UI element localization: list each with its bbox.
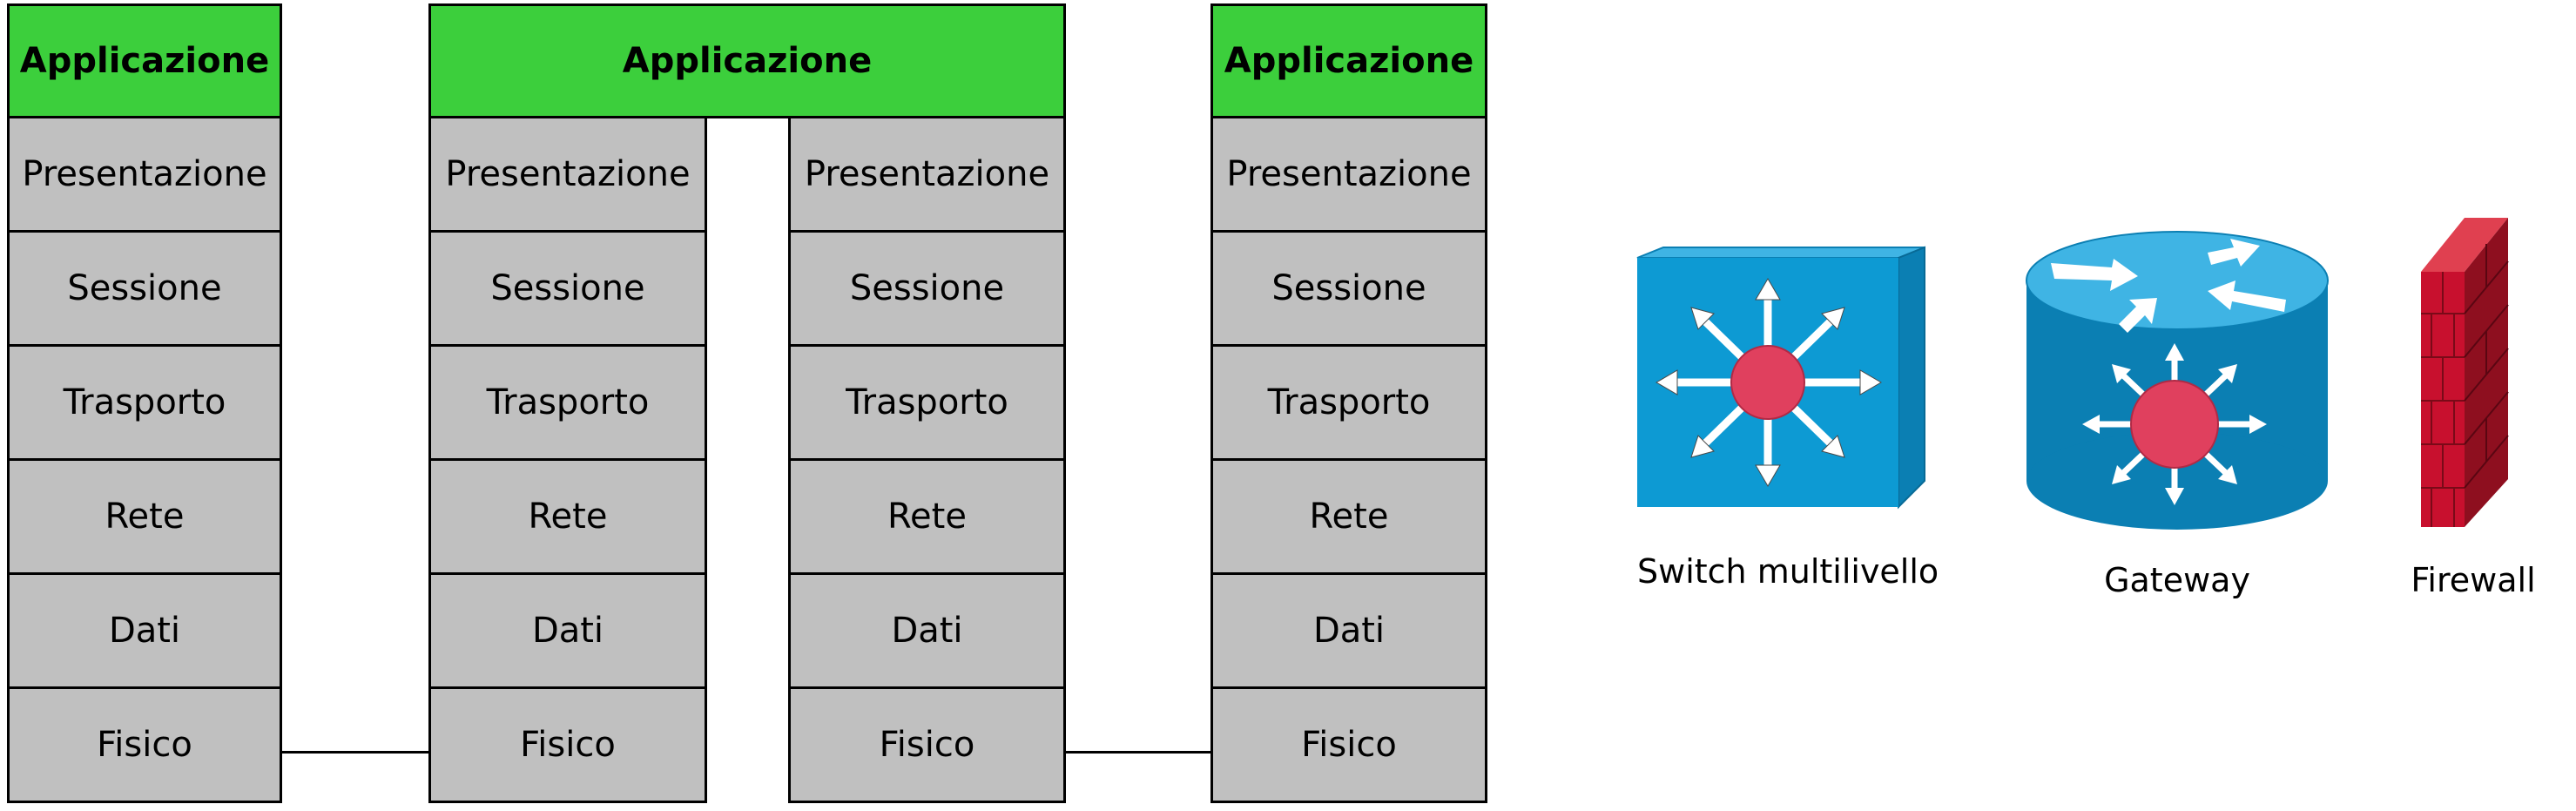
layer-datalink: Dati (788, 572, 1066, 689)
layer-physical: Fisico (788, 686, 1066, 803)
physical-link-left (282, 751, 428, 754)
layer-network: Rete (1210, 458, 1487, 575)
layer-datalink: Dati (7, 572, 282, 689)
layer-physical: Fisico (428, 686, 707, 803)
layer-network: Rete (428, 458, 707, 575)
layer-transport: Trasporto (7, 344, 282, 461)
layer-application: Applicazione (7, 3, 282, 118)
layer-physical: Fisico (1210, 686, 1487, 803)
layer-network: Rete (7, 458, 282, 575)
router-icon (2026, 231, 2329, 530)
layer-session: Sessione (428, 230, 707, 347)
layer-application: Applicazione (1210, 3, 1487, 118)
layer-transport: Trasporto (1210, 344, 1487, 461)
layer-datalink: Dati (1210, 572, 1487, 689)
layer-presentation: Presentazione (428, 116, 707, 233)
layer-application: Applicazione (428, 3, 1066, 118)
layer-session: Sessione (1210, 230, 1487, 347)
switch-label: Switch multilivello (1637, 552, 1939, 591)
physical-link-right (1066, 751, 1210, 754)
layer-network: Rete (788, 458, 1066, 575)
firewall-icon (2421, 218, 2509, 527)
layer-presentation: Presentazione (788, 116, 1066, 233)
gateway-label: Gateway (2104, 561, 2250, 599)
layer-presentation: Presentazione (1210, 116, 1487, 233)
layer-session: Sessione (788, 230, 1066, 347)
firewall-label: Firewall (2411, 561, 2536, 599)
layer-session: Sessione (7, 230, 282, 347)
layer-transport: Trasporto (788, 344, 1066, 461)
layer-physical: Fisico (7, 686, 282, 803)
layer-transport: Trasporto (428, 344, 707, 461)
layer-presentation: Presentazione (7, 116, 282, 233)
layer-datalink: Dati (428, 572, 707, 689)
layer3-switch-icon (1636, 246, 1925, 510)
